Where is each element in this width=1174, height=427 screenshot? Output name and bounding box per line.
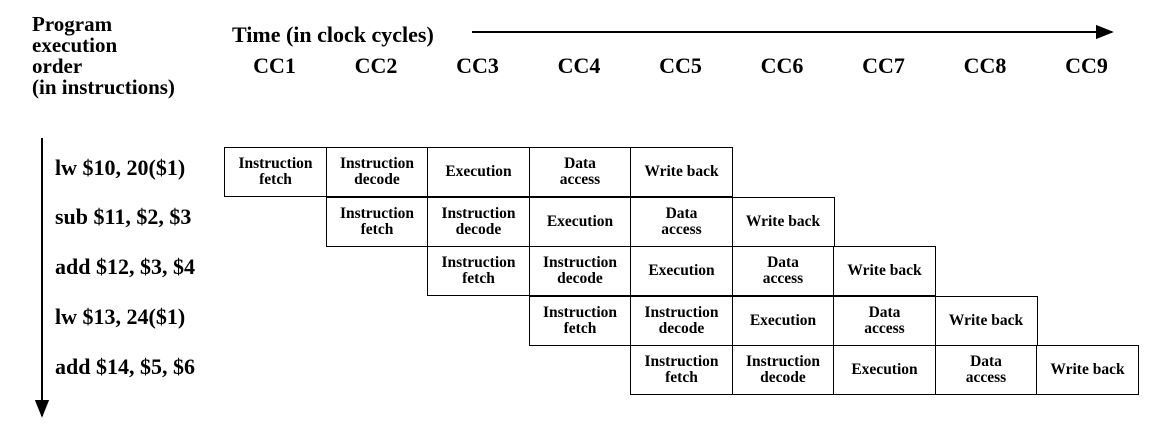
pipeline-stage-box: Write back	[934, 295, 1038, 346]
stage-label: Instruction decode	[745, 353, 821, 386]
stage-label: Instruction fetch	[542, 303, 618, 337]
x-axis-title: Time (in clock cycles)	[232, 22, 434, 47]
y-axis-title: Program execution order (in instructions…	[32, 14, 175, 98]
stage-label: Execution	[851, 361, 918, 378]
stage-label: Data access	[864, 303, 905, 337]
stage-label: Instruction fetch	[238, 155, 313, 188]
pipeline-stage-box: Data access	[833, 295, 936, 346]
stage-label: Write back	[745, 212, 821, 230]
instruction-label: add $12, $3, $4	[55, 254, 195, 279]
stage-label: Instruction decode	[644, 303, 719, 337]
pipeline-stage-box: Data access	[630, 196, 733, 247]
stage-label: Data access	[762, 254, 804, 287]
instruction-label: add $14, $5, $6	[55, 354, 195, 379]
clock-cycle-label: CC3	[456, 53, 499, 78]
clock-cycle-label: CC2	[354, 53, 398, 78]
stage-label: Instruction fetch	[339, 204, 415, 238]
stage-label: Instruction decode	[542, 254, 618, 287]
stage-label: Execution	[749, 311, 817, 329]
pipeline-stage-box: Instruction decode	[630, 295, 733, 346]
pipeline-stage-box: Instruction fetch	[325, 196, 429, 247]
stage-label: Write back	[948, 311, 1024, 329]
y-axis-title-line-1: Program	[32, 12, 113, 36]
pipeline-stage-box: Write back	[833, 246, 936, 296]
pipeline-stage-box: Instruction decode	[528, 246, 632, 296]
pipeline-stage-box: Instruction decode	[325, 147, 429, 197]
pipeline-stage-box: Instruction fetch	[528, 295, 632, 346]
pipeline-stage-box: Write back	[731, 196, 835, 247]
stage-label: Write back	[847, 262, 922, 279]
instruction-label: lw $10, 20($1)	[55, 155, 186, 180]
pipeline-stage-box: Instruction fetch	[630, 345, 733, 395]
pipeline-stage-box: Instruction decode	[427, 196, 530, 247]
pipeline-stage-box: Execution	[630, 246, 733, 296]
pipeline-stage-box: Execution	[731, 295, 835, 346]
clock-cycle-label: CC1	[253, 53, 296, 78]
stage-label: Instruction decode	[339, 155, 415, 188]
pipeline-stage-box: Write back	[1036, 345, 1139, 395]
pipeline-stage-box: Instruction fetch	[224, 147, 327, 197]
y-axis-title-line-2: execution	[32, 33, 118, 57]
pipeline-stage-box: Execution	[427, 147, 530, 197]
instruction-label: lw $13, 24($1)	[55, 304, 186, 329]
clock-cycle-label: CC4	[557, 53, 601, 78]
clock-cycle-label: CC6	[760, 53, 804, 78]
y-axis-title-line-4: (in instructions)	[32, 75, 175, 99]
stage-label: Execution	[648, 262, 715, 279]
pipeline-stage-box: Data access	[934, 345, 1038, 395]
pipeline-stage-box: Execution	[833, 345, 936, 395]
y-axis-title-line-3: order	[32, 54, 83, 78]
pipeline-stage-box: Data access	[731, 246, 835, 296]
pipeline-stage-box: Instruction decode	[731, 345, 835, 395]
clock-cycle-label: CC9	[1065, 53, 1108, 78]
pipeline-stage-box: Instruction fetch	[427, 246, 530, 296]
clock-cycle-label: CC8	[963, 53, 1007, 78]
stage-label: Execution	[546, 212, 614, 230]
instruction-label: sub $11, $2, $3	[55, 204, 192, 229]
stage-label: Data access	[559, 155, 601, 188]
stage-label: Data access	[661, 204, 702, 238]
stage-label: Instruction fetch	[644, 353, 719, 386]
stage-label: Instruction fetch	[441, 254, 516, 287]
clock-cycle-label: CC5	[659, 53, 702, 78]
stage-label: Write back	[644, 163, 719, 180]
pipeline-stage-box: Execution	[528, 196, 632, 247]
pipeline-stage-box: Data access	[528, 147, 632, 197]
pipeline-stage-box: Write back	[630, 147, 733, 197]
stage-label: Write back	[1050, 361, 1125, 378]
stage-label: Instruction decode	[441, 204, 516, 238]
stage-label: Data access	[965, 353, 1007, 386]
clock-cycle-label: CC7	[862, 53, 905, 78]
stage-label: Execution	[445, 163, 512, 180]
